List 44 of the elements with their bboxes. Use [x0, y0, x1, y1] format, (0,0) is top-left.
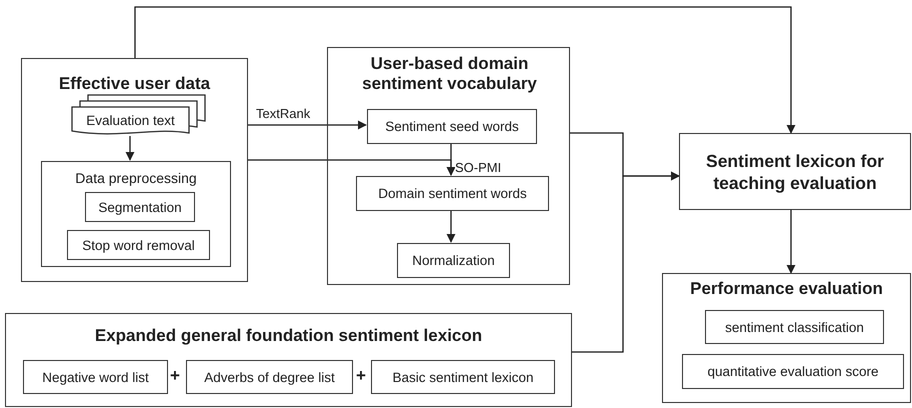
process-box — [23, 360, 168, 394]
arrow — [786, 210, 796, 274]
process-box — [356, 176, 549, 211]
edge-label: SO-PMI — [455, 160, 502, 175]
box-label: Negative word list — [42, 370, 149, 384]
arrow — [446, 210, 456, 243]
box-label: Normalization — [412, 253, 495, 268]
process-box — [682, 354, 904, 389]
box-label: Evaluation text — [85, 112, 176, 130]
arrow — [126, 136, 134, 161]
group-title: User-based domain sentiment vocabulary — [361, 54, 538, 94]
process-box — [186, 360, 353, 394]
box-label: Sentiment lexicon for teaching evaluation — [705, 150, 885, 194]
arrow — [446, 143, 456, 176]
group-box — [327, 47, 570, 285]
arrow — [134, 6, 796, 134]
process-box — [397, 243, 510, 278]
group-box — [41, 161, 231, 267]
group-box — [5, 313, 572, 407]
box-label: sentiment classification — [725, 320, 864, 334]
process-box — [85, 192, 195, 222]
box-label: Sentiment seed words — [385, 119, 519, 134]
plus-sign: + — [170, 367, 180, 385]
edge-label: TextRank — [256, 106, 310, 121]
process-box — [367, 109, 537, 144]
process-box — [705, 310, 884, 344]
arrow — [572, 172, 680, 353]
group-box — [662, 273, 911, 403]
group-title: Effective user data — [58, 74, 212, 94]
process-box — [371, 360, 555, 394]
plus-sign: + — [356, 367, 366, 385]
group-title: Expanded general foundation sentiment lexicon — [94, 326, 484, 346]
output-box — [679, 133, 911, 210]
box-label: Segmentation — [98, 200, 182, 214]
group-title: Performance evaluation — [689, 279, 884, 299]
box-label: Domain sentiment words — [378, 186, 527, 201]
process-box — [67, 230, 210, 260]
box-label: Adverbs of degree list — [204, 370, 335, 384]
box-label: Basic sentiment lexicon — [392, 370, 534, 384]
box-label: Stop word removal — [82, 238, 195, 252]
group-box — [21, 58, 248, 282]
group-title: Data preprocessing — [74, 169, 198, 188]
box-label: quantitative evaluation score — [707, 364, 879, 379]
arrow — [248, 120, 367, 130]
